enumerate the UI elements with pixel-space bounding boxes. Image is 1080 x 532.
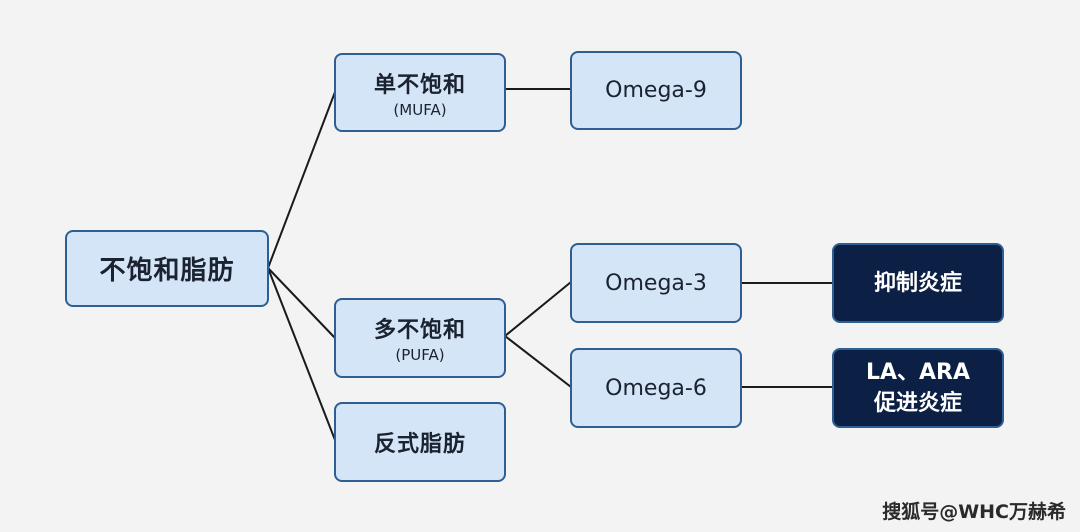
node-title: Omega-6 [605, 375, 707, 401]
node-title: 抑制炎症 [873, 270, 962, 296]
link-pufa-omega3 [504, 281, 572, 337]
node-title: Omega-9 [605, 78, 707, 103]
node-title: Omega-3 [605, 270, 707, 296]
link-root-trans [267, 267, 336, 441]
node-anti-inflammation: 抑制炎症 [832, 243, 1004, 323]
node-line-1: LA、ARA [865, 360, 971, 385]
link-pufa-omega6 [504, 335, 572, 388]
node-omega-3: Omega-3 [570, 243, 742, 323]
node-trans-fat: 反式脂肪 [334, 402, 506, 482]
link-root-mufa [267, 91, 336, 269]
link-root-pufa [267, 267, 336, 339]
node-omega-9: Omega-9 [570, 51, 742, 130]
node-unsaturated-fat: 不饱和脂肪 [65, 230, 269, 307]
node-subtitle: (MUFA) [393, 100, 447, 119]
node-omega-6: Omega-6 [570, 348, 742, 428]
watermark: 搜狐号@WHC万赫希 [882, 501, 1066, 523]
node-title: 多不饱和 [373, 318, 466, 343]
node-subtitle: (PUFA) [395, 346, 445, 364]
node-mufa: 单不饱和 (MUFA) [334, 53, 506, 132]
node-title: 不饱和脂肪 [99, 256, 235, 286]
node-pro-inflammation: LA、ARA 促进炎症 [832, 348, 1004, 428]
node-line-2: 促进炎症 [873, 391, 962, 416]
node-pufa: 多不饱和 (PUFA) [334, 298, 506, 378]
node-title: 单不饱和 [373, 72, 466, 98]
node-title: 反式脂肪 [373, 432, 466, 457]
